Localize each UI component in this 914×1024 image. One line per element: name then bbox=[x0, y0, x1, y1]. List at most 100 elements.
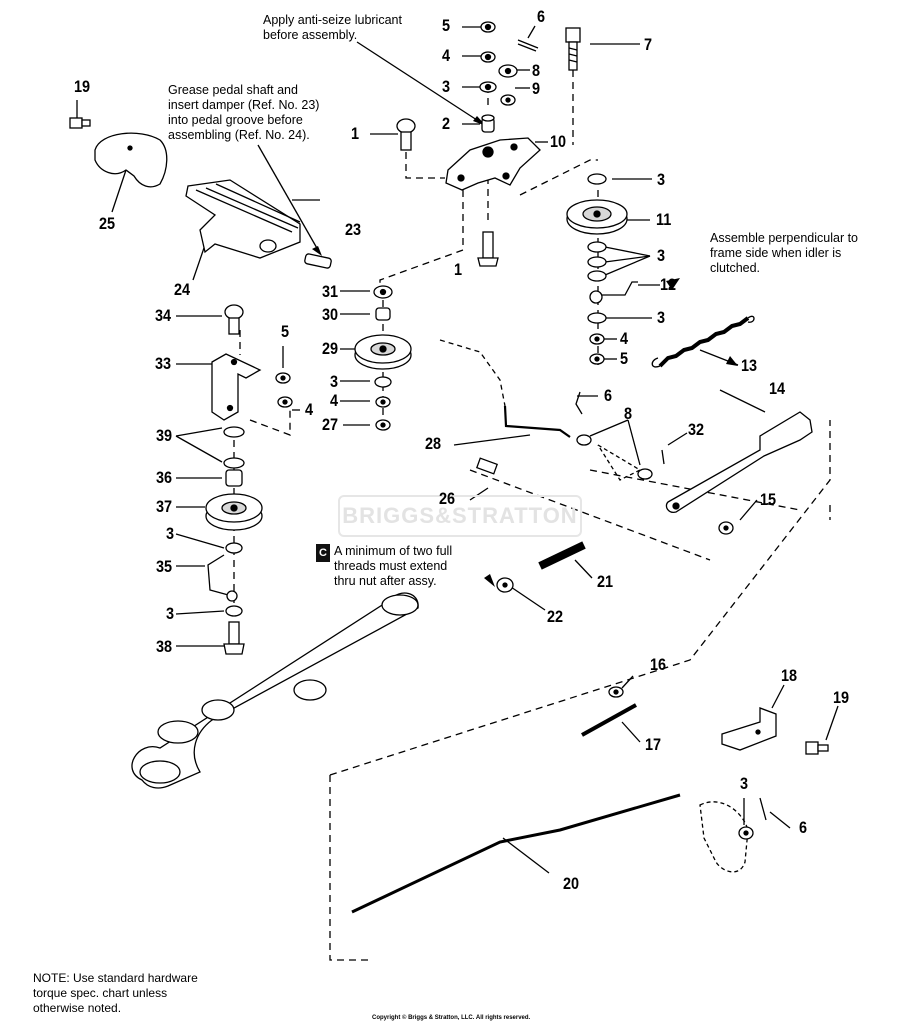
nut-5-right bbox=[589, 353, 605, 365]
callout-6: 6 bbox=[537, 7, 546, 26]
nut-5-left bbox=[275, 372, 291, 384]
callout-3: 3 bbox=[166, 604, 175, 623]
cotter-pin-6-mid bbox=[575, 391, 583, 415]
callout-3: 3 bbox=[442, 77, 451, 96]
callout-14: 14 bbox=[769, 379, 786, 398]
callout-7: 7 bbox=[644, 35, 653, 54]
threads-note: A minimum of two full threads must exten… bbox=[334, 544, 453, 588]
callout-25: 25 bbox=[99, 214, 116, 233]
callout-10: 10 bbox=[550, 132, 567, 151]
pad-25 bbox=[94, 132, 168, 188]
callout-4: 4 bbox=[442, 46, 451, 65]
spacer-36 bbox=[225, 469, 243, 487]
grease-pedal-note: Grease pedal shaft and insert damper (Re… bbox=[168, 83, 320, 142]
callout-6: 6 bbox=[799, 818, 808, 837]
callout-31: 31 bbox=[322, 282, 339, 301]
pulley-37 bbox=[205, 493, 263, 531]
callout-4: 4 bbox=[330, 391, 339, 410]
lever-14 bbox=[665, 411, 813, 513]
clutch-rod-28 bbox=[439, 339, 571, 438]
lockwasher-4-top bbox=[480, 51, 496, 63]
callout-2: 2 bbox=[442, 114, 451, 133]
callout-30: 30 bbox=[322, 305, 339, 324]
washer-3-top bbox=[479, 81, 497, 93]
nut-27 bbox=[375, 419, 391, 431]
callout-17: 17 bbox=[645, 735, 662, 754]
callout-19: 19 bbox=[833, 688, 850, 707]
callout-5: 5 bbox=[620, 349, 629, 368]
callout-22: 22 bbox=[547, 607, 564, 626]
bolt-38 bbox=[223, 621, 245, 655]
callout-9: 9 bbox=[532, 79, 541, 98]
callout-27: 27 bbox=[322, 415, 339, 434]
callout-4: 4 bbox=[620, 329, 629, 348]
callout-8: 8 bbox=[624, 404, 633, 423]
perpendicular-note: Assemble perpendicular to frame side whe… bbox=[710, 231, 858, 275]
callout-11: 11 bbox=[656, 210, 672, 229]
bracket-10 bbox=[445, 137, 541, 191]
washers-39 bbox=[223, 426, 245, 469]
idler-bracket-dashed bbox=[597, 444, 642, 481]
spacer-2 bbox=[481, 114, 495, 133]
spring-21 bbox=[538, 541, 586, 570]
damper-23 bbox=[304, 253, 332, 269]
washers-8-mid bbox=[576, 434, 653, 480]
nut-22 bbox=[496, 577, 514, 593]
callout-35: 35 bbox=[156, 557, 173, 576]
washer-31 bbox=[373, 285, 393, 299]
callout-39: 39 bbox=[156, 426, 173, 445]
idler-pulley-11 bbox=[566, 199, 628, 235]
washer-3-e bbox=[225, 605, 243, 617]
parts bbox=[69, 21, 829, 914]
callout-37: 37 bbox=[156, 497, 173, 516]
callout-4: 4 bbox=[305, 400, 314, 419]
bracket-18 bbox=[721, 707, 777, 751]
callout-15: 15 bbox=[760, 490, 777, 509]
callout-32: 32 bbox=[688, 420, 705, 439]
copyright-notice: Copyright © Briggs & Stratton, LLC. All … bbox=[372, 1015, 531, 1021]
callout-16: 16 bbox=[650, 655, 667, 674]
washer-3-lower bbox=[738, 826, 754, 840]
washer-3-c bbox=[374, 376, 392, 388]
washer-3-b bbox=[587, 312, 607, 324]
callout-8: 8 bbox=[532, 61, 541, 80]
callout-1: 1 bbox=[351, 124, 360, 143]
washer-3-d bbox=[225, 542, 243, 554]
callout-20: 20 bbox=[563, 874, 580, 893]
lockwasher-4-c bbox=[375, 396, 391, 408]
callout-3: 3 bbox=[166, 524, 175, 543]
callout-6: 6 bbox=[604, 386, 613, 405]
callout-18: 18 bbox=[781, 666, 798, 685]
cotter-pin-6-lower bbox=[759, 797, 767, 821]
washer-3-a bbox=[587, 173, 607, 185]
callout-3: 3 bbox=[657, 308, 666, 327]
callout-3: 3 bbox=[657, 246, 666, 265]
nut-16 bbox=[608, 686, 624, 698]
nut-9 bbox=[500, 94, 516, 106]
callout-3: 3 bbox=[657, 170, 666, 189]
callout-5: 5 bbox=[281, 322, 290, 341]
torque-footnote: NOTE: Use standard hardware torque spec.… bbox=[33, 971, 198, 1015]
pedal-arm-dashed bbox=[699, 801, 749, 873]
pulley-29 bbox=[354, 334, 412, 370]
callout-23: 23 bbox=[345, 220, 362, 239]
nut-5-top bbox=[480, 21, 496, 33]
callout-36: 36 bbox=[156, 468, 173, 487]
bolt-7 bbox=[565, 27, 581, 71]
callout-28: 28 bbox=[425, 434, 442, 453]
note-badge-c: C bbox=[316, 544, 330, 562]
leader-lines bbox=[76, 25, 839, 874]
callout-19: 19 bbox=[74, 77, 91, 96]
screw-19-right bbox=[805, 741, 829, 755]
callout-24: 24 bbox=[174, 280, 191, 299]
callout-1: 1 bbox=[454, 260, 463, 279]
idler-arm-12 bbox=[589, 281, 638, 304]
callout-12: 12 bbox=[660, 275, 677, 294]
washer-8-top bbox=[498, 64, 518, 78]
lockwasher-4-right bbox=[589, 333, 605, 345]
bolt-1-lower bbox=[477, 231, 499, 267]
callout-5: 5 bbox=[442, 16, 451, 35]
bracket-33 bbox=[211, 353, 262, 421]
callout-33: 33 bbox=[155, 354, 172, 373]
